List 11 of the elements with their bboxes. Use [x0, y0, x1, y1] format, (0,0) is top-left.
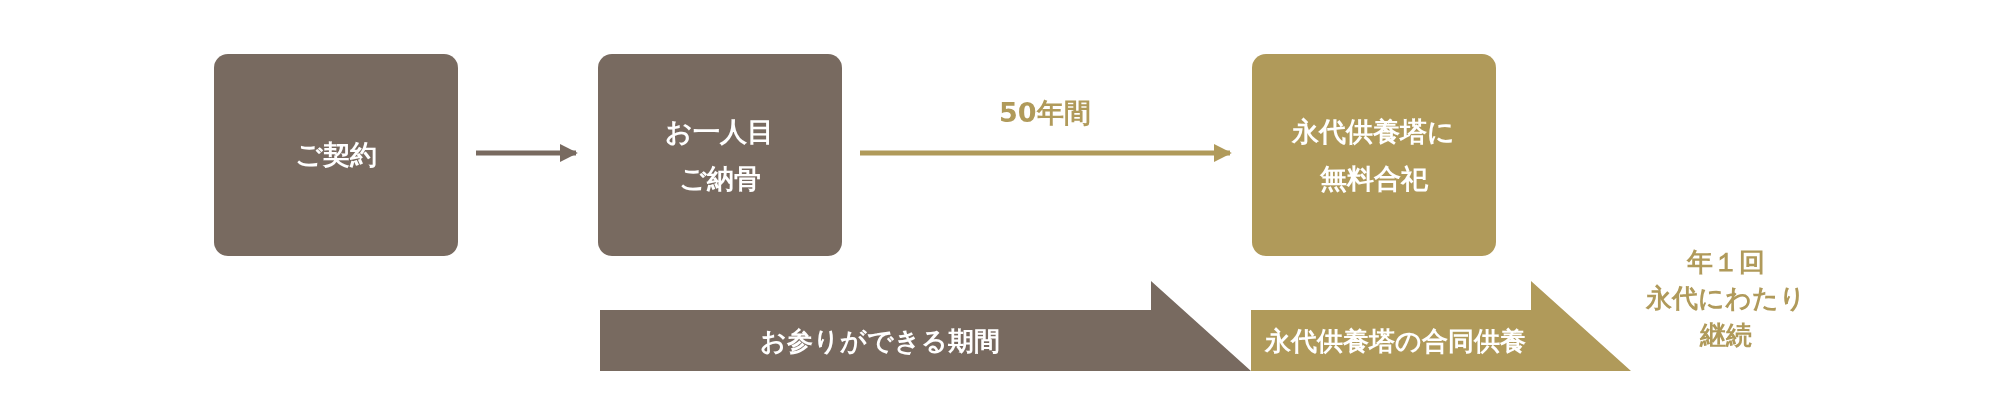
note-text: 継続 — [1698, 318, 1753, 352]
note-text: 永代にわたり — [1644, 282, 1807, 316]
arrow — [476, 144, 578, 162]
process-box: ご契約 — [214, 54, 458, 256]
arrow — [860, 144, 1232, 162]
edge-label: 50年間 — [999, 96, 1091, 130]
process-box: 永代供養塔に無料合祀 — [1252, 54, 1496, 256]
band-label: 永代供養塔の合同供養 — [1265, 324, 1526, 358]
process-box: お一人目ご納骨 — [598, 54, 842, 256]
note-text: 年１回 — [1685, 246, 1766, 279]
band-label: お参りができる期間 — [760, 324, 1000, 358]
